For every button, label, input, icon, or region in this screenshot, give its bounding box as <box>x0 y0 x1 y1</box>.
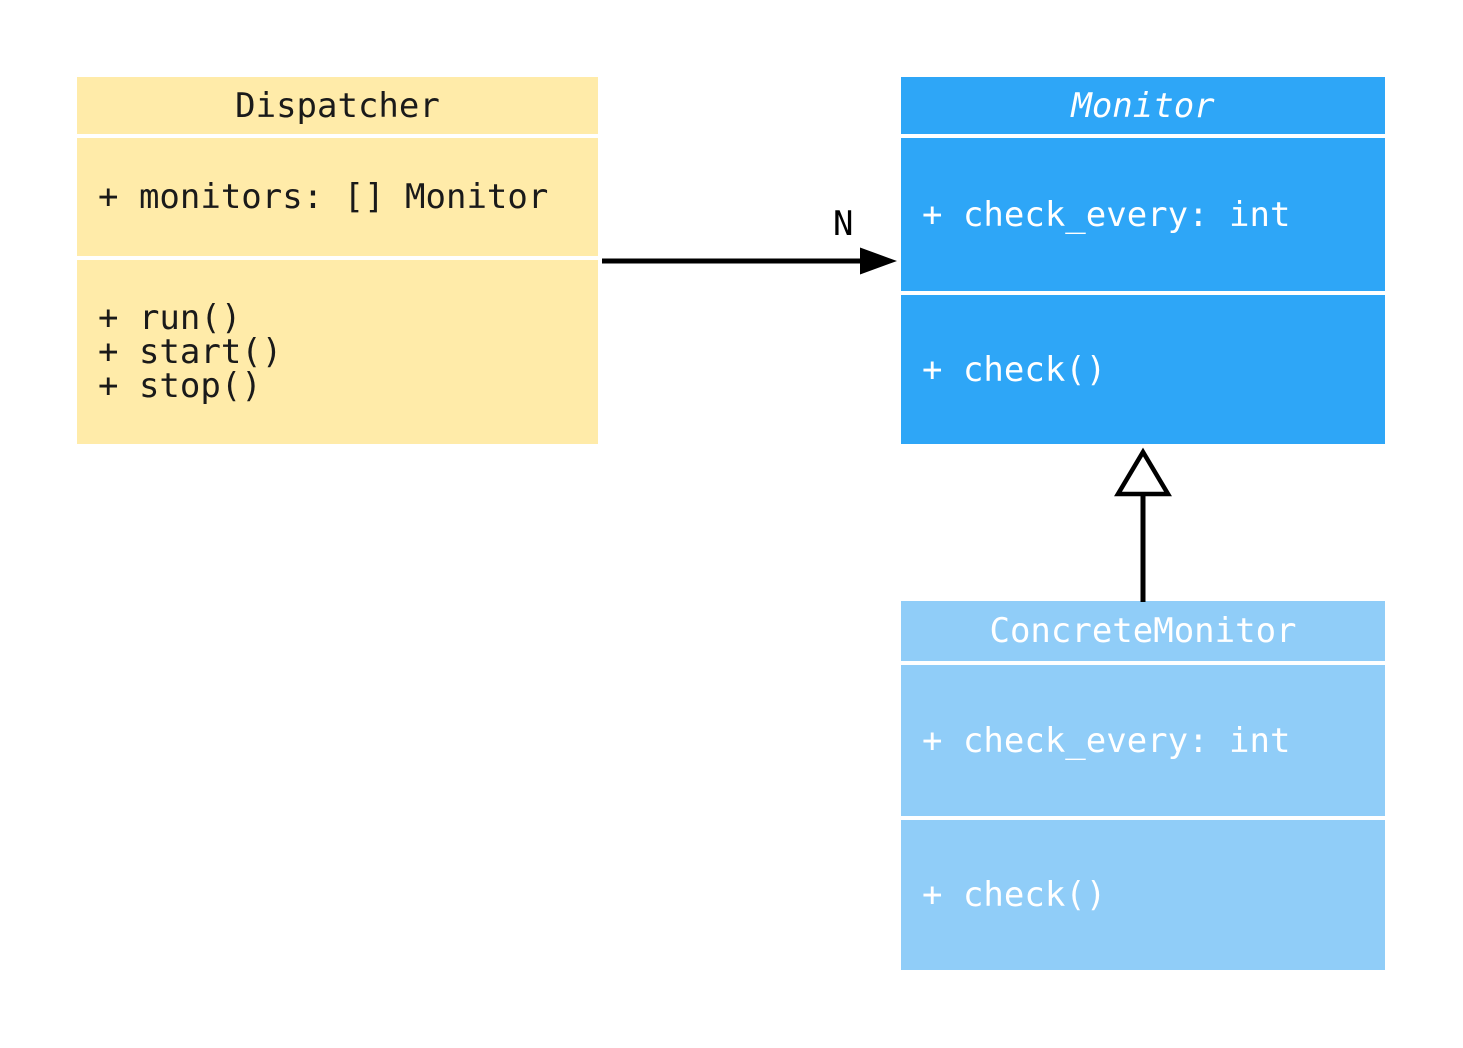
association-arrowhead-icon <box>860 247 897 275</box>
class-title: Monitor <box>901 77 1385 134</box>
method-item: + run() <box>98 298 242 338</box>
method-item: + check() <box>922 349 1107 390</box>
class-methods-section: + check() <box>901 820 1385 970</box>
attribute-item: + check_every: int <box>922 720 1291 761</box>
class-box-monitor: Monitor + check_every: int + check() <box>901 77 1385 444</box>
method-item: + stop() <box>98 366 262 406</box>
method-item: + check() <box>922 875 1107 915</box>
class-title: ConcreteMonitor <box>901 601 1385 661</box>
class-box-dispatcher: Dispatcher + monitors: [] Monitor + run(… <box>77 77 598 444</box>
attribute-item: + monitors: [] Monitor <box>98 177 549 217</box>
attribute-item: + check_every: int <box>922 194 1291 235</box>
class-box-concrete-monitor: ConcreteMonitor + check_every: int + che… <box>901 601 1385 970</box>
inheritance-arrow <box>1114 447 1172 602</box>
class-title: Dispatcher <box>77 77 598 134</box>
inheritance-triangle-icon <box>1114 447 1172 497</box>
class-methods-section: + check() <box>901 295 1385 444</box>
class-attributes-section: + monitors: [] Monitor <box>77 138 598 256</box>
class-attributes-section: + check_every: int <box>901 665 1385 816</box>
association-arrow <box>602 247 897 275</box>
class-methods-section: + run() + start() + stop() <box>77 260 598 444</box>
class-attributes-section: + check_every: int <box>901 138 1385 291</box>
method-item: + start() <box>98 332 283 372</box>
multiplicity-label: N <box>833 204 854 244</box>
